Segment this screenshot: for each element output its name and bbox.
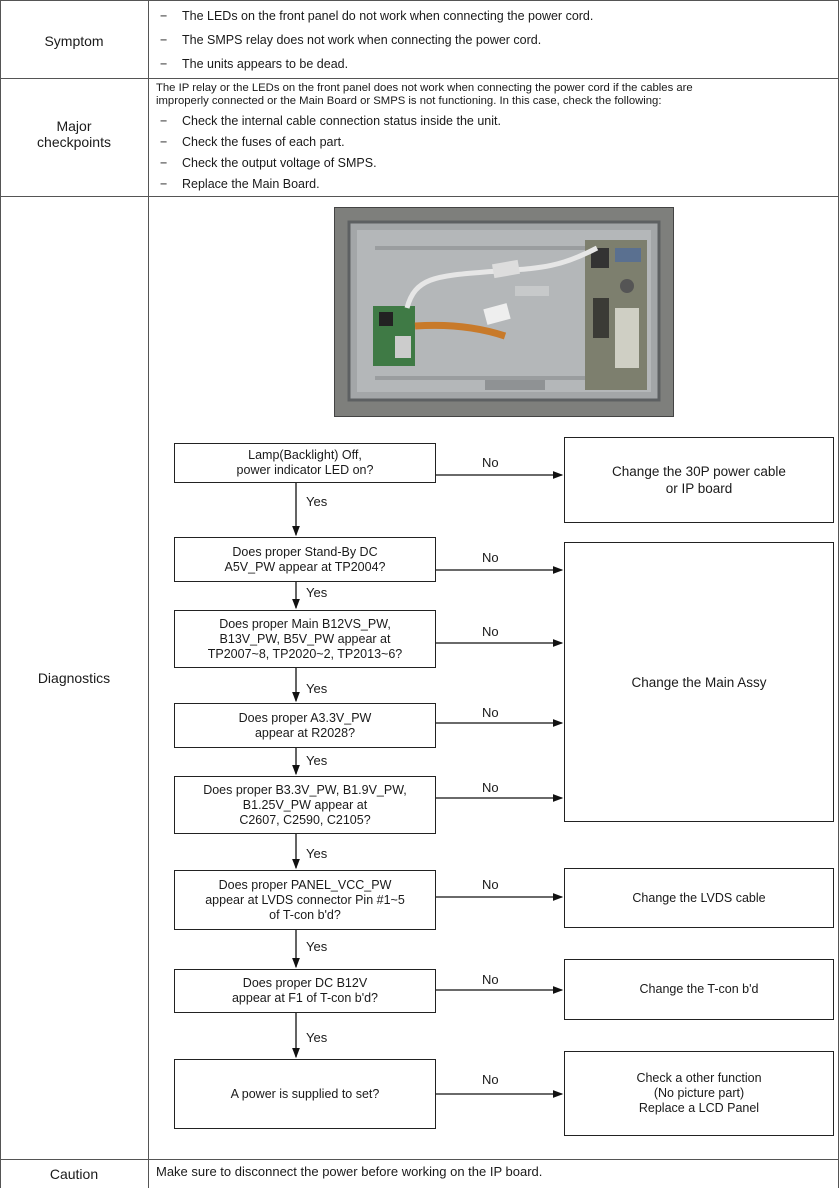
yes-label: Yes <box>306 753 328 768</box>
symptom-item: −The LEDs on the front panel do not work… <box>156 8 593 24</box>
bullet-dash: − <box>160 156 168 170</box>
checkpoint-text: Check the fuses of each part. <box>182 135 345 149</box>
diagnostics-label: Diagnostics <box>37 670 111 686</box>
check-box-main-voltage: Does proper Main B12VS_PW,B13V_PW, B5V_P… <box>174 610 436 668</box>
board-photo <box>334 207 674 417</box>
check-text: Does proper B3.3V_PW, B1.9V_PW, <box>203 782 407 797</box>
action-text: (No picture part) <box>653 1086 745 1100</box>
action-box-lvds-cable: Change the LVDS cable <box>564 868 834 928</box>
row-divider <box>0 196 839 197</box>
yes-label: Yes <box>306 494 328 509</box>
action-text: Change the 30P power cable <box>612 464 786 479</box>
bullet-dash: − <box>160 33 168 47</box>
check-text: power indicator LED on? <box>236 463 374 477</box>
no-label: No <box>482 877 499 892</box>
caution-label: Caution <box>49 1166 99 1182</box>
no-label: No <box>482 705 499 720</box>
check-text: Does proper PANEL_VCC_PW <box>218 877 392 892</box>
action-box-power-cable: Change the 30P power cable or IP board <box>564 437 834 523</box>
action-box-other-function: Check a other function(No picture part)R… <box>564 1051 834 1136</box>
checkpoint-item: −Check the internal cable connection sta… <box>156 113 501 129</box>
check-text: B13V_PW, B5V_PW appear at <box>219 631 391 646</box>
bullet-dash: − <box>160 135 168 149</box>
check-text: TP2007~8, TP2020~2, TP2013~6? <box>207 646 403 661</box>
yes-label: Yes <box>306 846 328 861</box>
checkpoint-item: −Check the fuses of each part. <box>156 134 345 150</box>
check-text: A5V_PW appear at TP2004? <box>224 559 386 574</box>
intro-line: improperly connected or the Main Board o… <box>156 95 662 107</box>
check-box-backlight: Lamp(Backlight) Off,power indicator LED … <box>174 443 436 483</box>
bullet-dash: − <box>160 57 168 71</box>
bullet-dash: − <box>160 177 168 191</box>
bullet-dash: − <box>160 114 168 128</box>
action-text: Check a other function <box>636 1071 762 1085</box>
row-divider <box>0 0 839 1</box>
check-text: appear at LVDS connector Pin #1~5 <box>205 892 405 907</box>
column-divider <box>148 0 149 1188</box>
check-text: Does proper Main B12VS_PW, <box>219 616 391 631</box>
checkpoint-text: Check the internal cable connection stat… <box>182 114 501 128</box>
yes-label: Yes <box>306 585 328 600</box>
checkpoints-label: Major checkpoints <box>0 118 148 150</box>
check-text: appear at R2028? <box>254 725 356 740</box>
yes-label: Yes <box>306 681 328 696</box>
column-divider <box>0 0 1 1188</box>
no-label: No <box>482 972 499 987</box>
no-label: No <box>482 1072 499 1087</box>
no-label: No <box>482 624 499 639</box>
check-text: appear at F1 of T-con b'd? <box>231 991 378 1005</box>
check-box-power-supplied: A power is supplied to set? <box>174 1059 436 1129</box>
bullet-dash: − <box>160 9 168 23</box>
symptom-text: The SMPS relay does not work when connec… <box>182 33 542 47</box>
symptom-item: −The units appears to be dead. <box>156 56 348 72</box>
board-photo-drawing <box>335 208 673 416</box>
row-divider <box>0 1159 839 1160</box>
check-box-b33v: Does proper B3.3V_PW, B1.9V_PW,B1.25V_PW… <box>174 776 436 834</box>
check-text: Does proper A3.3V_PW <box>238 710 372 725</box>
action-box-tcon: Change the T-con b'd <box>564 959 834 1020</box>
check-text: of T-con b'd? <box>269 907 341 922</box>
checkpoints-label-line: checkpoints <box>37 134 111 150</box>
symptom-item: −The SMPS relay does not work when conne… <box>156 32 541 48</box>
yes-label: Yes <box>306 1030 328 1045</box>
check-text: A power is supplied to set? <box>230 1086 380 1101</box>
caution-text: Make sure to disconnect the power before… <box>156 1164 543 1179</box>
action-text: Change the T-con b'd <box>639 982 759 996</box>
yes-label: Yes <box>306 939 328 954</box>
check-text: Lamp(Backlight) Off, <box>248 448 362 462</box>
action-text: Replace a LCD Panel <box>638 1101 760 1115</box>
check-text: B1.25V_PW appear at <box>242 797 368 812</box>
symptom-text: The units appears to be dead. <box>182 57 349 71</box>
checkpoint-item: −Check the output voltage of SMPS. <box>156 155 377 171</box>
check-text: C2607, C2590, C2105? <box>239 812 371 827</box>
checkpoint-item: −Replace the Main Board. <box>156 176 320 192</box>
intro-line: The IP relay or the LEDs on the front pa… <box>156 82 693 94</box>
no-label: No <box>482 455 499 470</box>
action-text: Change the Main Assy <box>631 674 767 690</box>
symptom-label: Symptom <box>44 33 104 49</box>
action-text: Change the LVDS cable <box>632 890 766 905</box>
no-label: No <box>482 780 499 795</box>
row-divider <box>0 78 839 79</box>
action-box-main-assy: Change the Main Assy <box>564 542 834 822</box>
checkpoint-text: Check the output voltage of SMPS. <box>182 156 377 170</box>
action-text: or IP board <box>665 481 733 496</box>
check-text: Does proper DC B12V <box>242 976 368 990</box>
checkpoints-intro: The IP relay or the LEDs on the front pa… <box>156 82 836 108</box>
checkpoint-text: Replace the Main Board. <box>182 177 320 191</box>
symptom-text: The LEDs on the front panel do not work … <box>182 9 594 23</box>
no-label: No <box>482 550 499 565</box>
check-text: Does proper Stand-By DC <box>232 544 378 559</box>
checkpoints-label-line: Major <box>56 118 92 134</box>
